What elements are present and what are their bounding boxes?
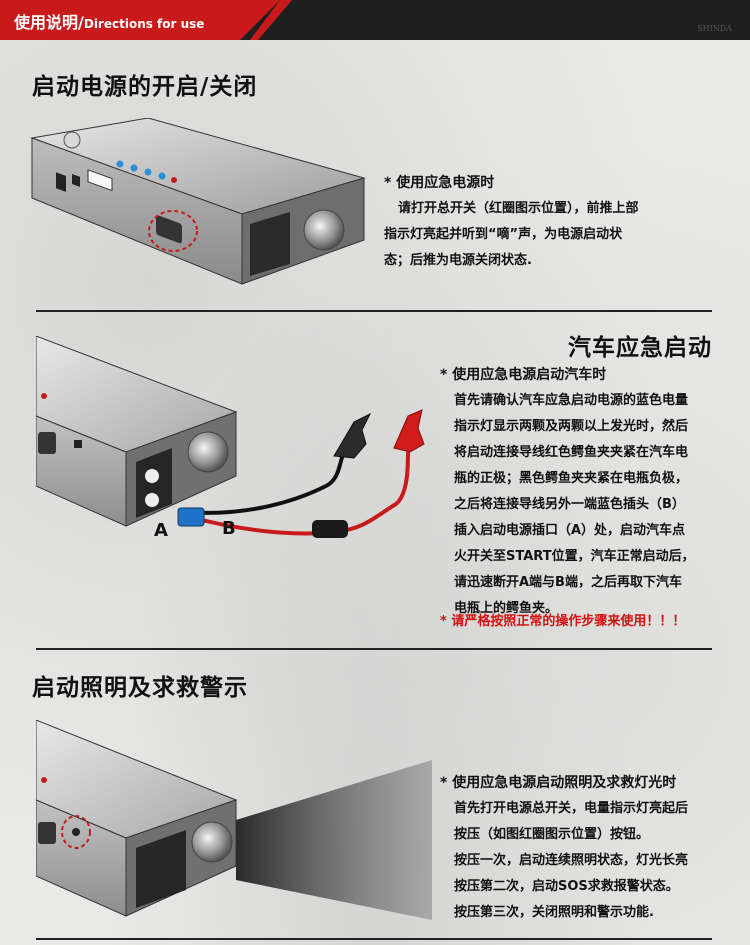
blue-plug-icon <box>177 507 205 527</box>
section-divider <box>36 648 712 650</box>
label-a: A <box>154 520 168 541</box>
section3-text: * 使用应急电源启动照明及求救灯光时 首先打开电源总开关，电量指示灯亮起后 按压… <box>440 770 688 926</box>
section3-line: 按压第三次，关闭照明和警示功能. <box>454 905 654 920</box>
socket-icon <box>250 212 290 276</box>
side-switch-icon <box>38 432 56 454</box>
lighting-illustration <box>36 720 432 920</box>
usb-port-icon <box>72 174 80 187</box>
section2-text: * 使用应急电源启动汽车时 首先请确认汽车应急启动电源的蓝色电量 指示灯显示两颗… <box>440 362 695 622</box>
status-led-icon <box>171 177 177 183</box>
header-title-cn: 使用说明 <box>14 13 79 32</box>
flashlight-lens-icon <box>187 431 229 473</box>
section2-line: 首先请确认汽车应急启动电源的蓝色电量 <box>454 393 689 408</box>
section1-text: * 使用应急电源时 请打开总开关（红圈图示位置），前推上部 指示灯亮起并听到“嘀… <box>384 170 639 274</box>
brand-watermark: SHINDA <box>697 24 732 33</box>
header-title-en: Directions for use <box>83 17 205 31</box>
socket-pin-icon <box>145 493 159 507</box>
section3-title: 启动照明及求救警示 <box>32 675 248 701</box>
section2-heading: * 使用应急电源启动汽车时 <box>440 367 607 383</box>
power-button-icon <box>63 131 81 149</box>
indicator-led-icon <box>158 172 166 180</box>
highlight-circle-icon <box>61 815 91 849</box>
red-clamp-icon <box>393 409 425 453</box>
red-cable-icon <box>185 451 410 536</box>
flashlight-lens-icon <box>191 821 233 863</box>
section1-line: 指示灯亮起并听到“嘀”声，为电源启动状 <box>384 227 623 242</box>
header-title: 使用说明/Directions for use <box>14 9 204 33</box>
header-red-tab <box>0 0 280 40</box>
label-b: B <box>222 518 236 539</box>
usb-port-icon <box>74 440 82 448</box>
indicator-led-icon <box>144 168 152 176</box>
status-led-icon <box>41 777 47 783</box>
section1-title: 启动电源的开启/关闭 <box>32 74 258 100</box>
header-title-slash: / <box>78 13 84 32</box>
jump-start-illustration: A B <box>36 336 425 541</box>
section2-line: 电瓶上的鳄鱼夹。 <box>454 601 559 616</box>
indicator-led-icon <box>116 160 124 168</box>
section3-line: 首先打开电源总开关，电量指示灯亮起后 <box>454 801 689 816</box>
safety-warning: * 请严格按照正常的操作步骤来使用！！！ <box>440 614 686 629</box>
section2-title: 汽车应急启动 <box>568 335 712 361</box>
section2-line: 火开关至START位置，汽车正常启动后， <box>454 549 695 564</box>
light-beam-icon <box>236 760 432 920</box>
cable-fuse-icon <box>312 520 348 538</box>
indicator-led-icon <box>130 164 138 172</box>
section2-line: 之后将连接导线另外一端蓝色插头（B） <box>454 497 685 512</box>
usb-port-icon <box>56 172 66 192</box>
light-button-icon <box>72 828 80 836</box>
section1-line: 态；后推为电源关闭状态. <box>384 253 532 268</box>
highlight-circle-icon <box>148 210 198 252</box>
black-clamp-icon <box>333 412 372 459</box>
section3-line: 按压一次，启动连续照明状态，灯光长亮 <box>454 853 689 868</box>
section3-line: 按压（如图红圈图示位置）按钮。 <box>454 827 650 842</box>
section1-line: 请打开总开关（红圈图示位置），前推上部 <box>398 201 639 216</box>
flashlight-lens-icon <box>303 209 345 251</box>
power-bank-illustration-1 <box>30 118 366 285</box>
section1-heading: * 使用应急电源时 <box>384 175 495 191</box>
socket-pin-icon <box>145 469 159 483</box>
section2-line: 请迅速断开A端与B端，之后再取下汽车 <box>454 575 682 590</box>
section3-heading: * 使用应急电源启动照明及求救灯光时 <box>440 775 677 791</box>
socket-icon <box>136 830 186 908</box>
section2-line: 瓶的正极；黑色鳄鱼夹夹紧在电瓶负极， <box>454 471 689 486</box>
section-divider <box>36 938 712 940</box>
section2-line: 插入启动电源插口（A）处，启动汽车点 <box>454 523 686 538</box>
header-banner: 使用说明/Directions for use SHINDA <box>0 0 750 40</box>
section2-line: 将启动连接导线红色鳄鱼夹夹紧在汽车电 <box>454 445 689 460</box>
main-switch-icon <box>156 215 182 244</box>
side-switch-icon <box>38 822 56 844</box>
section-divider <box>36 310 712 312</box>
jump-socket-icon <box>136 448 172 518</box>
section2-line: 指示灯显示两颗及两颗以上发光时，然后 <box>454 419 689 434</box>
label-plate-icon <box>87 169 113 192</box>
status-led-icon <box>41 393 47 399</box>
section3-line: 按压第二次，启动SOS求救报警状态。 <box>454 879 679 894</box>
